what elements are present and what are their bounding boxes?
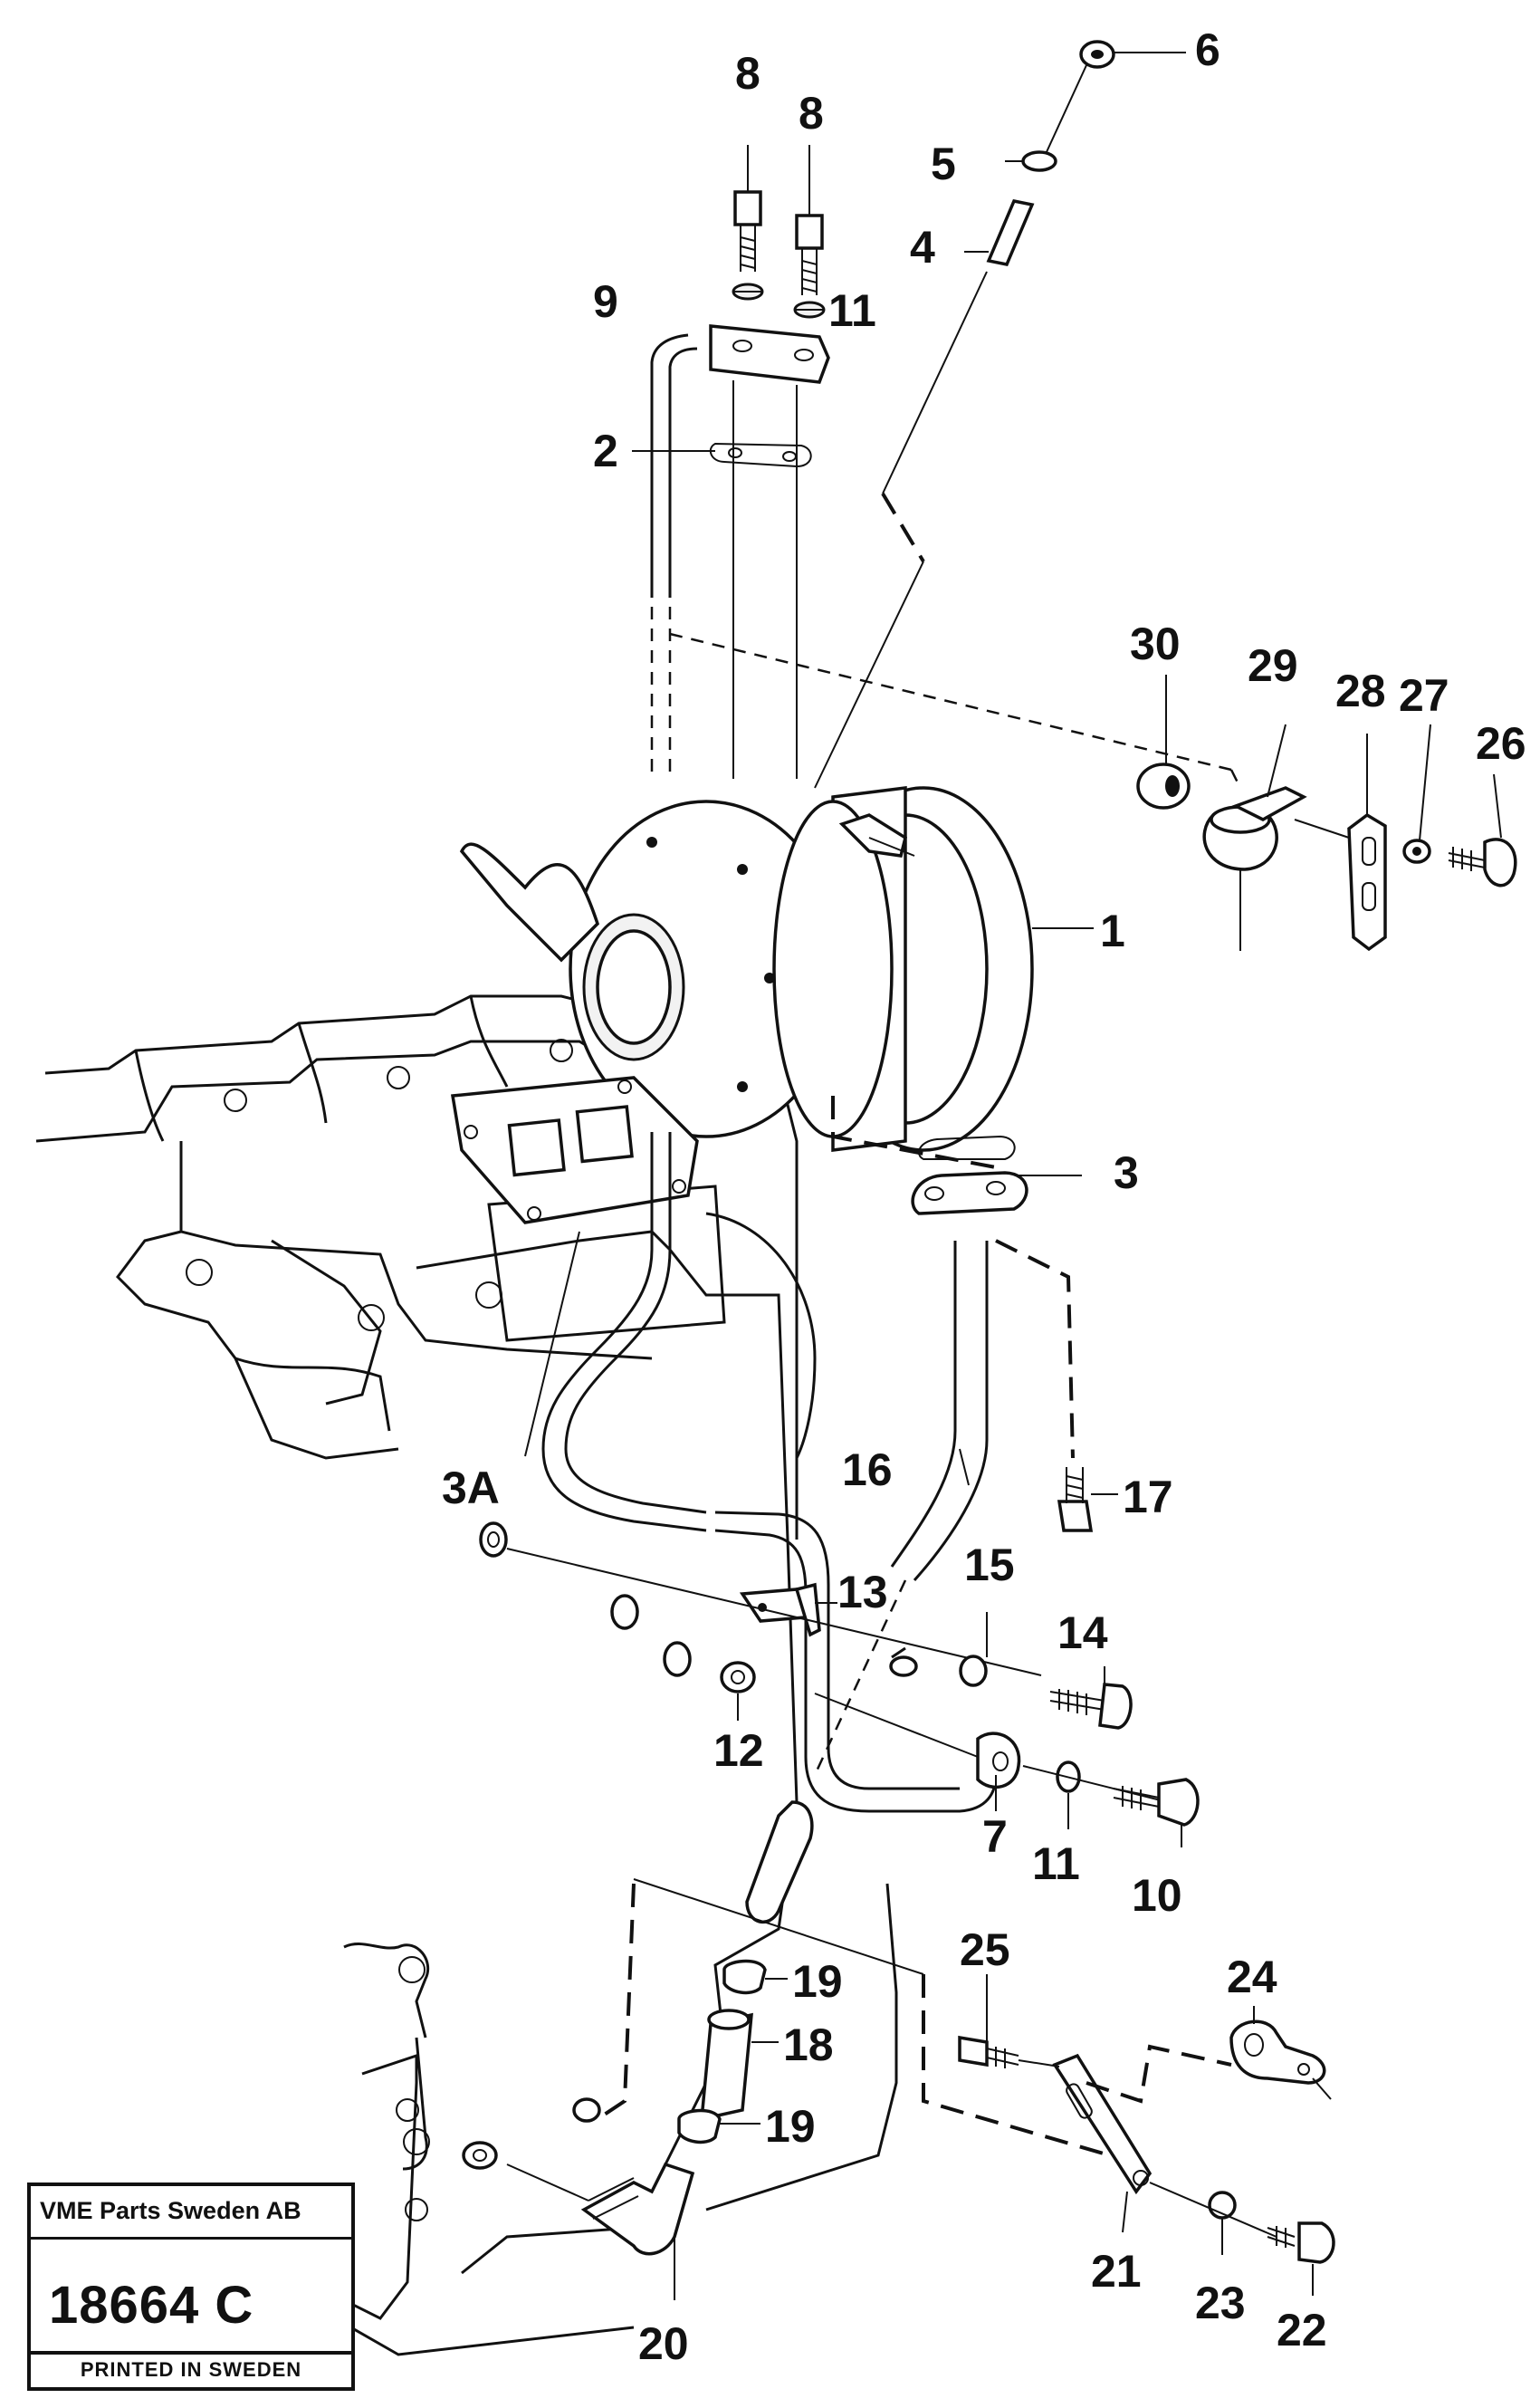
callout-4: 4: [910, 222, 935, 273]
drawing-number: 18664 C: [49, 2276, 254, 2335]
clamp-13: [739, 1582, 821, 1637]
callout-11-lower: 11: [1032, 1838, 1080, 1889]
title-block-divider: [31, 2237, 351, 2240]
callout-6: 6: [1195, 24, 1220, 75]
callout-12: 12: [713, 1725, 764, 1776]
bolt-8-left: [732, 190, 764, 301]
callout-25: 25: [960, 1924, 1010, 1975]
oil-return-pipe-main: [541, 1132, 1021, 1813]
callout-26: 26: [1476, 718, 1526, 769]
callout-1: 1: [1100, 906, 1125, 956]
callout-21: 21: [1091, 2246, 1142, 2297]
callout-2: 2: [593, 426, 618, 476]
callout-8-right: 8: [799, 88, 824, 139]
callout-19-upper: 19: [792, 1956, 843, 2007]
callout-11-upper: 11: [828, 285, 876, 336]
oil-feed-pipe: [650, 324, 1232, 779]
leader-lines: [524, 52, 1502, 2300]
callout-14: 14: [1057, 1607, 1108, 1658]
callout-5: 5: [931, 139, 956, 189]
mount-bracket: [343, 1943, 430, 2171]
callout-30: 30: [1130, 619, 1181, 669]
callout-28: 28: [1335, 666, 1386, 716]
callout-19-lower: 19: [765, 2101, 816, 2152]
callout-3: 3: [1114, 1147, 1139, 1198]
printed-note: PRINTED IN SWEDEN: [31, 2351, 351, 2387]
drain-hose: [462, 1800, 1142, 2256]
sensor-assembly: [814, 40, 1115, 789]
callout-9: 9: [593, 276, 618, 327]
callout-22: 22: [1277, 2305, 1327, 2355]
callout-29: 29: [1248, 640, 1298, 691]
gasket-3A: [450, 1076, 699, 1224]
callout-15: 15: [964, 1540, 1015, 1590]
callout-16: 16: [842, 1444, 893, 1495]
callout-27: 27: [1399, 670, 1449, 721]
callout-3A: 3A: [442, 1463, 500, 1513]
oil-return-pipe-16: [813, 1135, 1028, 1776]
turbocharger: [459, 786, 1034, 1152]
callout-8-left: 8: [735, 48, 760, 99]
callout-10: 10: [1132, 1870, 1182, 1921]
bolt-8-right: [793, 214, 826, 319]
support-bracket: [958, 2019, 1335, 2264]
callout-20: 20: [638, 2318, 689, 2369]
callout-7: 7: [982, 1811, 1008, 1862]
callout-18: 18: [783, 2019, 834, 2070]
callout-23: 23: [1195, 2278, 1246, 2328]
bracket-assembly: [1136, 763, 1517, 952]
title-block: VME Parts Sweden AB 18664 C PRINTED IN S…: [27, 2183, 355, 2391]
callout-17: 17: [1123, 1472, 1173, 1522]
fasteners: [479, 1096, 1200, 1827]
callout-13: 13: [837, 1567, 888, 1617]
company-name: VME Parts Sweden AB: [40, 2197, 301, 2224]
callouts: 1 2 3 3A 4 5 6 7 8 8 9 10 11 11 12 13 14…: [442, 24, 1526, 2369]
callout-24: 24: [1227, 1952, 1277, 2002]
